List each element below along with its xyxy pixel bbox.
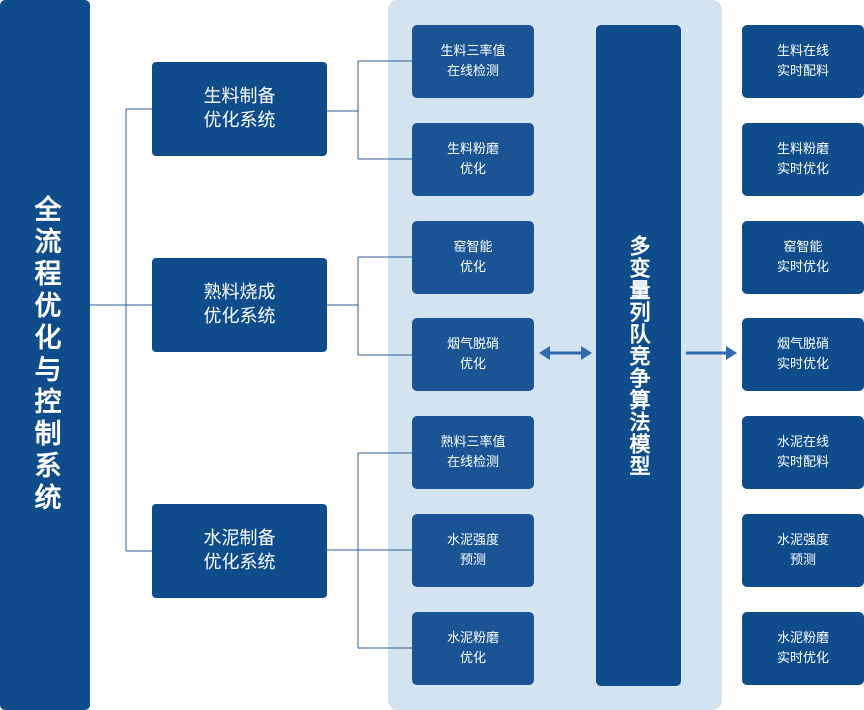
subsystem-cement-grinding: 水泥粉磨 优化 <box>412 612 534 685</box>
output-cement-realtime-batching: 水泥在线 实时配料 <box>742 416 864 489</box>
output-arrow-head <box>726 346 737 360</box>
output-denitration-realtime: 烟气脱硝 实时优化 <box>742 318 864 391</box>
algorithm-model-box: 多变量列队竞争算法模型 <box>596 25 681 686</box>
output-cement-strength-prediction: 水泥强度 预测 <box>742 514 864 587</box>
arrow-head-left <box>539 346 550 360</box>
output-label: 烟气脱硝 实时优化 <box>776 336 829 372</box>
output-raw-meal-grinding-realtime: 生料粉磨 实时优化 <box>742 123 864 196</box>
subsystem-kiln-intelligent: 窑智能 优化 <box>412 221 534 294</box>
output-label: 水泥在线 实时配料 <box>776 434 829 470</box>
output-kiln-realtime: 窑智能 实时优化 <box>742 221 864 294</box>
branch-system-3 <box>327 452 412 649</box>
branch-system-1 <box>327 60 412 160</box>
arrow-head-right <box>581 346 592 360</box>
output-label: 水泥强度 预测 <box>776 532 829 568</box>
output-label: 生料在线 实时配料 <box>776 43 829 79</box>
system-label: 水泥制备 优化系统 <box>203 528 276 573</box>
algorithm-model-label: 多变量列队竞争算法模型 <box>627 234 651 477</box>
output-label: 生料粉磨 实时优化 <box>776 141 829 177</box>
output-raw-meal-realtime-batching: 生料在线 实时配料 <box>742 25 864 98</box>
system-cement-preparation: 水泥制备 优化系统 <box>152 504 327 598</box>
system-label: 生料制备 优化系统 <box>203 86 276 131</box>
system-label: 熟料烧成 优化系统 <box>203 282 276 327</box>
subsystem-flue-gas-denitration: 烟气脱硝 优化 <box>412 318 534 391</box>
subsystem-label: 窑智能 优化 <box>453 239 493 275</box>
subsystem-label: 烟气脱硝 优化 <box>446 336 499 372</box>
subsystem-clinker-online-detection: 熟料三率值 在线检测 <box>412 416 534 489</box>
system-raw-meal-preparation: 生料制备 优化系统 <box>152 62 327 156</box>
output-label: 水泥粉磨 实时优化 <box>776 630 829 666</box>
output-label: 窑智能 实时优化 <box>776 239 829 275</box>
subsystem-cement-strength-prediction: 水泥强度 预测 <box>412 514 534 587</box>
subsystem-label: 生料粉磨 优化 <box>446 141 499 177</box>
subsystem-raw-meal-grinding: 生料粉磨 优化 <box>412 123 534 196</box>
subsystem-label: 熟料三率值 在线检测 <box>440 434 506 470</box>
main-system-title-box: 全流程优化与控制系统 <box>0 0 90 710</box>
system-clinker-burning: 熟料烧成 优化系统 <box>152 258 327 352</box>
subsystem-label: 水泥粉磨 优化 <box>446 630 499 666</box>
subsystem-label: 生料三率值 在线检测 <box>440 43 506 79</box>
branch-system-2 <box>327 256 412 356</box>
subsystem-label: 水泥强度 预测 <box>446 532 499 568</box>
output-cement-grinding-realtime: 水泥粉磨 实时优化 <box>742 612 864 685</box>
subsystem-raw-meal-online-detection: 生料三率值 在线检测 <box>412 25 534 98</box>
main-system-title: 全流程优化与控制系统 <box>29 195 61 515</box>
